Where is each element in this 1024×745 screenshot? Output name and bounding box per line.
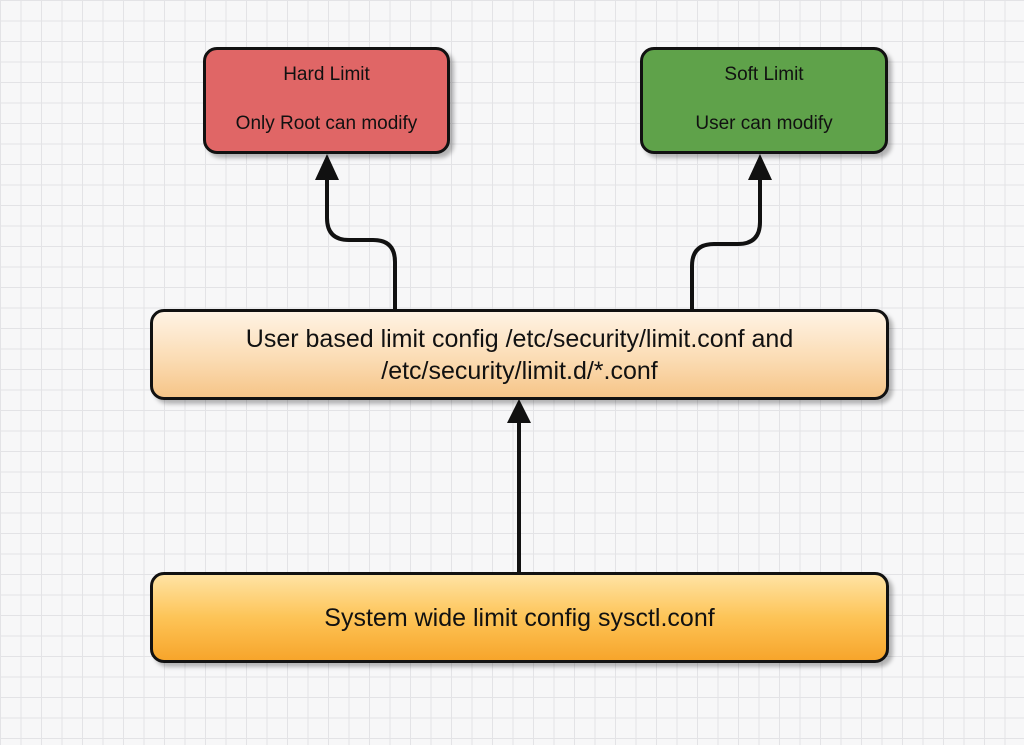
hard-limit-node: Hard Limit Only Root can modify — [203, 47, 450, 154]
system-limit-config-node: System wide limit config sysctl.conf — [150, 572, 889, 663]
arrowhead-soft — [748, 154, 772, 180]
user-limit-config-node: User based limit config /etc/security/li… — [150, 309, 889, 400]
soft-limit-title: Soft Limit — [724, 64, 804, 85]
edge-user-to-hard — [325, 178, 397, 309]
edge-user-to-soft — [690, 178, 762, 309]
soft-limit-subtitle: User can modify — [695, 113, 833, 134]
soft-limit-node: Soft Limit User can modify — [640, 47, 888, 154]
arrowhead-hard — [315, 154, 339, 180]
hard-limit-title: Hard Limit — [283, 64, 370, 85]
arrowhead-user — [507, 399, 531, 423]
user-limit-config-text: User based limit config /etc/security/li… — [245, 324, 794, 385]
hard-limit-subtitle: Only Root can modify — [235, 113, 418, 134]
system-limit-config-text: System wide limit config sysctl.conf — [324, 603, 715, 632]
